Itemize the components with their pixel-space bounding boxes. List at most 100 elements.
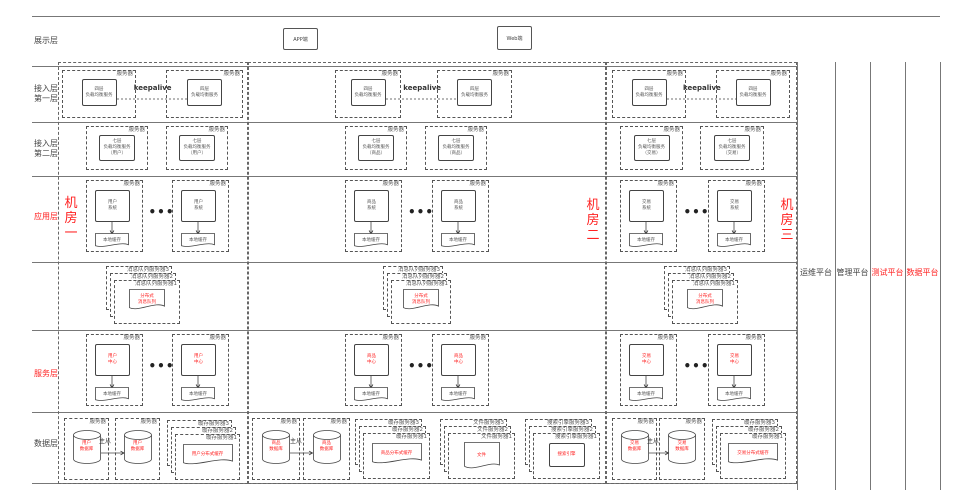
keepalive-label: keepalive	[403, 84, 442, 92]
layer-divider	[32, 330, 797, 331]
server-label: 服务器	[280, 419, 297, 425]
keepalive-link	[663, 88, 740, 100]
app-client-box: APP端	[283, 28, 318, 50]
server-box: 服务器	[252, 418, 300, 480]
app-node: 用户 系统	[95, 190, 130, 222]
search-engine: 搜索引擎	[548, 443, 585, 467]
l4-load-balancer: 四层 负载均衡服务	[187, 79, 222, 106]
app-node: 商品 系统	[354, 190, 389, 222]
replication-arrow	[645, 442, 673, 456]
shape-label: 用户分布式缓存	[191, 452, 224, 457]
shape-label: 本地缓存	[189, 391, 207, 397]
shape-label: 用户 数据库	[130, 441, 145, 452]
distributed-cache: 交易分布式缓存	[728, 443, 778, 465]
server-label: 服务器	[387, 127, 404, 133]
master-slave-label: 主从	[647, 438, 660, 445]
server-label: 服务器	[745, 181, 762, 187]
local-cache: 本地缓存	[95, 387, 129, 402]
server-label: 服务器	[467, 127, 484, 133]
local-cache: 本地缓存	[629, 387, 663, 402]
server-label: 缓存服务器1	[396, 434, 427, 440]
shape-label: 本地缓存	[362, 391, 380, 397]
app-node: 用户 系统	[181, 190, 216, 222]
server-label: 服务器	[663, 127, 680, 133]
server-label: 服务器	[330, 419, 347, 425]
l4-load-balancer: 四层 负载均衡服务	[81, 79, 117, 106]
keepalive-label: keepalive	[133, 84, 172, 92]
server-label: 缓存服务器2	[392, 427, 423, 433]
server-box: 服务器	[166, 126, 228, 170]
master-slave-label: 主从	[290, 438, 303, 445]
shape-label: 本地缓存	[637, 237, 655, 243]
platform-4: 数据平台	[906, 268, 939, 277]
replication-arrow	[286, 442, 317, 456]
server-label: 服务器	[469, 181, 486, 187]
shape-label: 交易分布式缓存	[737, 451, 769, 456]
shape-label: 本地缓存	[362, 237, 380, 243]
l4-load-balancer: 四层 负载均衡服务	[457, 79, 492, 106]
local-cache: 本地缓存	[441, 233, 475, 248]
server-label: 缓存服务器2	[748, 427, 779, 433]
web-client-box: Web端	[497, 26, 532, 50]
server-label: 搜索引擎服务器3	[547, 420, 589, 426]
service-node: 商品 中心	[441, 344, 476, 376]
service-node: 用户 中心	[95, 344, 130, 376]
shape-label: 本地缓存	[449, 237, 467, 243]
layer-divider	[32, 262, 797, 263]
server-label: 服务器	[492, 71, 509, 77]
database-cylinder: 用户 数据库	[72, 430, 101, 464]
local-cache: 本地缓存	[717, 233, 751, 248]
server-label: 服务器	[657, 335, 674, 341]
server-label: 服务器	[123, 181, 140, 187]
ellipsis-icon: •••	[148, 359, 175, 373]
server-label: 服务器	[89, 419, 106, 425]
service-node: 交易 中心	[629, 344, 664, 376]
room-3-boundary	[606, 62, 797, 484]
app-node: 商品 系统	[441, 190, 476, 222]
server-label: 服务器	[223, 71, 240, 77]
shape-label: 文件	[477, 452, 486, 458]
layer-label-access2: 接入层 第二层	[34, 139, 58, 158]
local-cache: 本地缓存	[354, 387, 388, 402]
server-label: 服务器	[685, 419, 702, 425]
shape-label: 本地缓存	[725, 237, 743, 243]
server-label: 消息队列服务器2	[689, 274, 731, 280]
shape-label: 商品分布式缓存	[380, 451, 413, 456]
server-label: 服务器	[770, 71, 787, 77]
local-cache: 本地缓存	[95, 233, 129, 248]
server-label: 服务器	[208, 127, 225, 133]
shape-label: 本地缓存	[103, 237, 121, 243]
server-label: 文件服务器2	[477, 427, 508, 433]
server-label: 消息队列服务器3	[685, 267, 727, 273]
shape-label: 商品 数据库	[269, 441, 283, 452]
server-label: 缓存服务器1	[752, 434, 783, 440]
server-label: 服务器	[744, 127, 761, 133]
service-node: 商品 中心	[354, 344, 389, 376]
layer-label-display: 展示层	[34, 36, 58, 45]
database-cylinder: 商品 数据库	[312, 430, 341, 464]
server-label: 消息队列服务器2	[131, 274, 173, 280]
room-1-boundary	[58, 62, 248, 484]
room-2-label: 机 房 二	[586, 198, 600, 243]
ellipsis-icon: •••	[683, 359, 710, 373]
server-label: 缓存服务器3	[198, 421, 229, 427]
message-queue: 分布式 消息队列	[687, 289, 723, 311]
platform-divider	[835, 62, 836, 490]
server-label: 服务器	[469, 335, 486, 341]
room-1-label: 机 房 一	[64, 196, 78, 241]
shape-label: 本地缓存	[449, 391, 467, 397]
server-label: 服务器	[382, 181, 399, 187]
layer-divider	[32, 176, 797, 177]
ellipsis-icon: •••	[148, 205, 175, 219]
message-queue: 分布式 消息队列	[403, 289, 439, 311]
server-label: 消息队列服务器3	[127, 267, 169, 273]
app-node: 交易 系统	[717, 190, 752, 222]
shape-label: 商品 数据库	[319, 441, 334, 452]
service-node: 用户 中心	[181, 344, 216, 376]
server-label: 消息队列服务器1	[693, 281, 735, 287]
server-label: 缓存服务器3	[744, 420, 775, 426]
database-cylinder: 商品 数据库	[262, 430, 290, 464]
layer-divider	[32, 122, 797, 123]
platform-divider	[905, 62, 906, 490]
